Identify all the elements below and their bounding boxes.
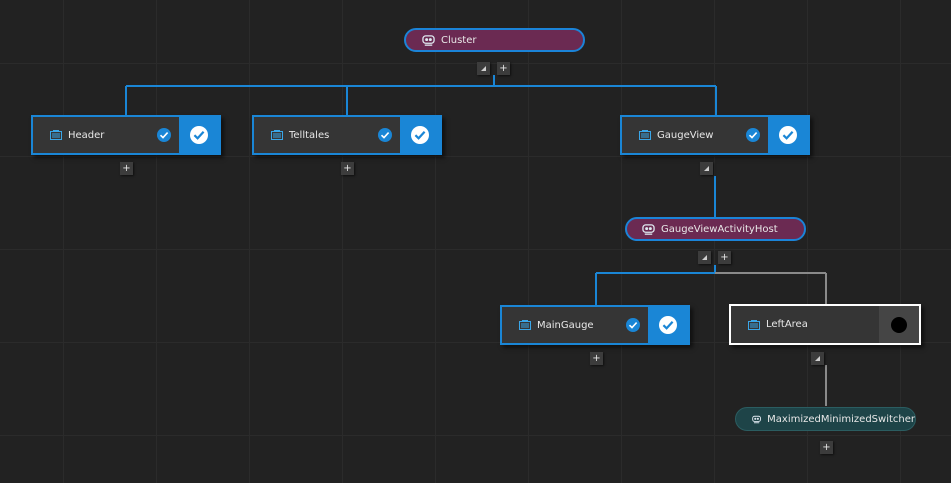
check-circle-icon (411, 126, 429, 144)
screen-icon (639, 130, 651, 140)
collapse-button[interactable] (698, 251, 711, 264)
expand-button[interactable]: + (120, 162, 133, 175)
node-label: Header (68, 129, 105, 141)
collapse-button[interactable] (811, 352, 824, 365)
activity-icon (422, 34, 435, 46)
node-label: Cluster (441, 34, 477, 46)
screen-icon (271, 130, 283, 140)
collapse-triangle-icon (702, 255, 707, 260)
activity-icon (642, 223, 655, 235)
check-badge-icon[interactable] (746, 128, 760, 142)
node-label: Telltales (289, 129, 330, 141)
screen-icon (50, 130, 62, 140)
collapse-triangle-icon (481, 66, 486, 71)
node-telltales[interactable]: Telltales (252, 115, 442, 155)
node-cluster[interactable]: Cluster (404, 28, 585, 52)
empty-circle-icon (891, 316, 907, 333)
collapse-button[interactable] (477, 62, 490, 75)
collapse-triangle-icon (815, 356, 820, 361)
switcher-icon (752, 415, 761, 423)
enable-toggle[interactable] (768, 117, 808, 153)
node-gaugeview-activity-host[interactable]: GaugeViewActivityHost (625, 217, 806, 241)
node-label: GaugeViewActivityHost (661, 223, 778, 235)
check-circle-icon (779, 126, 797, 144)
node-label: GaugeView (657, 129, 714, 141)
enable-toggle[interactable] (648, 307, 688, 343)
enable-toggle[interactable] (179, 117, 219, 153)
check-circle-icon (659, 316, 677, 334)
node-label: MaximizedMinimizedSwitcher (767, 413, 915, 425)
expand-button[interactable]: + (497, 62, 510, 75)
node-header[interactable]: Header (31, 115, 221, 155)
check-badge-icon[interactable] (157, 128, 171, 142)
node-maingauge[interactable]: MainGauge (500, 305, 690, 345)
expand-button[interactable]: + (820, 441, 833, 454)
node-label: MainGauge (537, 319, 594, 331)
node-maximized-minimized-switcher[interactable]: MaximizedMinimizedSwitcher (735, 407, 916, 431)
screen-icon (748, 319, 760, 330)
expand-button[interactable]: + (341, 162, 354, 175)
check-circle-icon (190, 126, 208, 144)
node-leftarea[interactable]: LeftArea (729, 304, 921, 345)
node-gaugeview[interactable]: GaugeView (620, 115, 810, 155)
screen-icon (519, 320, 531, 330)
check-badge-icon[interactable] (378, 128, 392, 142)
enable-toggle[interactable] (879, 306, 919, 343)
expand-button[interactable]: + (718, 251, 731, 264)
collapse-triangle-icon (704, 166, 709, 171)
node-label: LeftArea (766, 319, 808, 330)
check-badge-icon[interactable] (626, 318, 640, 332)
expand-button[interactable]: + (590, 352, 603, 365)
collapse-button[interactable] (700, 162, 713, 175)
enable-toggle[interactable] (400, 117, 440, 153)
